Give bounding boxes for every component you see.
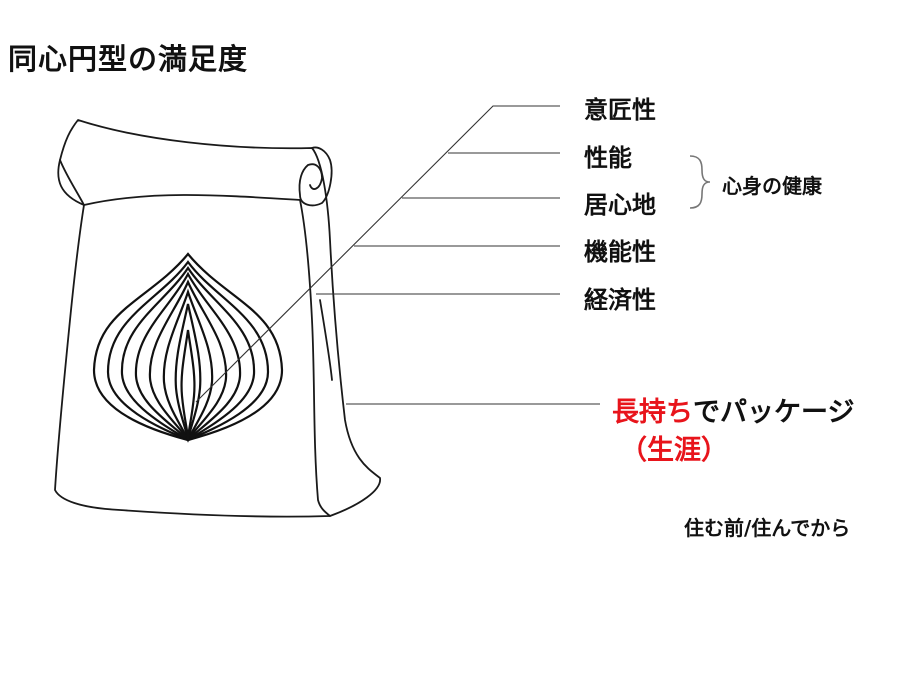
package-rest: でパッケージ bbox=[693, 397, 855, 428]
label-economy: 経済性 bbox=[584, 286, 656, 314]
page-title: 同心円型の満足度 bbox=[8, 42, 249, 76]
label-health: 心身の健康 bbox=[722, 174, 822, 198]
package-label: 長持ちでパッケージ bbox=[612, 390, 854, 429]
curly-bracket-icon bbox=[689, 155, 711, 209]
label-function: 機能性 bbox=[584, 238, 656, 266]
package-highlight: 長持ち bbox=[612, 397, 693, 428]
timing-label: 住む前/住んでから bbox=[684, 516, 851, 540]
leader-line-design bbox=[195, 105, 560, 403]
label-performance: 性能 bbox=[584, 144, 632, 172]
onion-icon bbox=[92, 252, 284, 443]
paper-bag-icon bbox=[54, 119, 381, 518]
label-comfort: 居心地 bbox=[584, 191, 656, 219]
label-design: 意匠性 bbox=[584, 96, 656, 124]
leader-lines bbox=[195, 105, 600, 405]
lifetime-label: （生涯） bbox=[620, 435, 728, 466]
